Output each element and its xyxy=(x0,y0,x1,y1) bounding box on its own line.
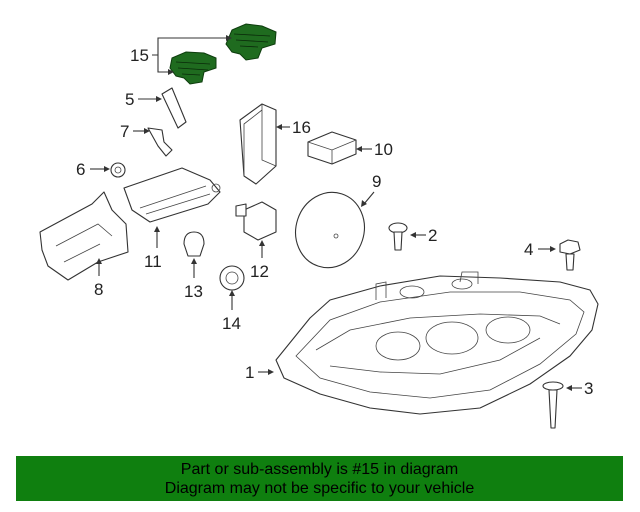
callout-15-label: 15 xyxy=(130,46,149,65)
part-4-bolt[interactable] xyxy=(559,239,581,271)
part-16-control-unit[interactable] xyxy=(239,103,277,185)
callout-2-label: 2 xyxy=(428,226,437,245)
part-7-clip[interactable] xyxy=(147,127,173,157)
part-8-bracket[interactable] xyxy=(39,191,129,281)
callout-7: 7 xyxy=(120,122,150,141)
callout-16-label: 16 xyxy=(292,118,311,137)
part-6-grommet[interactable] xyxy=(110,162,126,178)
callout-2: 2 xyxy=(410,226,437,245)
callout-13-label: 13 xyxy=(184,282,203,301)
callout-5-label: 5 xyxy=(125,90,134,109)
callout-10-label: 10 xyxy=(374,140,393,159)
banner-line-2: Diagram may not be specific to your vehi… xyxy=(164,480,475,497)
callout-5: 5 xyxy=(125,90,162,109)
callout-13: 13 xyxy=(184,258,203,301)
callout-6: 6 xyxy=(76,160,110,179)
part-15-led-module[interactable] xyxy=(169,23,277,85)
banner-line-1: Part or sub-assembly is #15 in diagram xyxy=(180,461,459,478)
callout-3: 3 xyxy=(566,379,593,398)
callout-14-label: 14 xyxy=(222,314,241,333)
callout-9-label: 9 xyxy=(372,172,381,191)
part-9-cap[interactable] xyxy=(286,183,374,276)
callout-16: 16 xyxy=(276,118,311,137)
callout-12: 12 xyxy=(250,240,269,281)
part-12-socket[interactable] xyxy=(235,201,277,241)
part-2-screw[interactable] xyxy=(388,222,408,251)
callout-12-label: 12 xyxy=(250,262,269,281)
callout-7-label: 7 xyxy=(120,122,129,141)
callout-1: 1 xyxy=(245,363,274,382)
part-10-module[interactable] xyxy=(307,131,357,165)
part-11-housing-module[interactable] xyxy=(123,167,221,223)
callout-6-label: 6 xyxy=(76,160,85,179)
part-5-bracket[interactable] xyxy=(161,87,187,129)
callout-15: 15 xyxy=(130,35,232,75)
headlamp-parts-diagram: 15 5 7 6 16 10 xyxy=(39,23,599,429)
callout-11-label: 11 xyxy=(144,252,162,271)
callout-11: 11 xyxy=(144,226,162,271)
callout-14: 14 xyxy=(222,290,241,333)
part-14-bulb-socket[interactable] xyxy=(219,265,245,291)
part-3-screw[interactable] xyxy=(542,381,564,429)
callout-4-label: 4 xyxy=(524,240,533,259)
part-1-headlamp-assembly[interactable] xyxy=(275,271,599,415)
callout-10: 10 xyxy=(356,140,393,159)
callout-9: 9 xyxy=(361,172,381,207)
callout-3-label: 3 xyxy=(584,379,593,398)
diagram-notice-banner: Part or sub-assembly is #15 in diagram D… xyxy=(16,456,623,501)
part-13-bulb[interactable] xyxy=(183,231,205,257)
callout-1-label: 1 xyxy=(245,363,254,382)
callout-8: 8 xyxy=(94,258,103,299)
callout-8-label: 8 xyxy=(94,280,103,299)
callout-4: 4 xyxy=(524,240,556,259)
